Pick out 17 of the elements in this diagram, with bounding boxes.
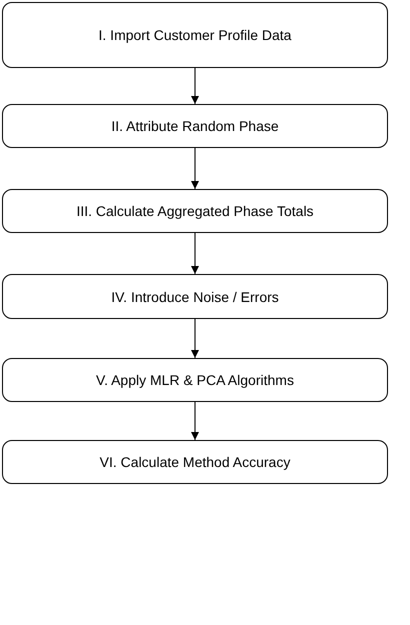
step-label: III. Calculate Aggregated Phase Totals [76, 203, 314, 219]
arrow [191, 402, 199, 440]
step-label: V. Apply MLR & PCA Algorithms [96, 372, 294, 388]
process-box [2, 440, 388, 484]
step-label: I. Import Customer Profile Data [98, 27, 292, 43]
process-box [2, 274, 388, 319]
process-box [2, 2, 388, 68]
arrow [191, 68, 199, 104]
step-label: IV. Introduce Noise / Errors [111, 288, 279, 304]
arrow [191, 232, 199, 274]
process-box [2, 104, 388, 148]
process-box [2, 358, 388, 402]
step-label: VI. Calculate Method Accuracy [100, 454, 290, 470]
process-box [2, 189, 388, 233]
arrow [191, 148, 199, 190]
arrow [191, 318, 199, 358]
step-label: II. Attribute Random Phase [111, 118, 279, 134]
